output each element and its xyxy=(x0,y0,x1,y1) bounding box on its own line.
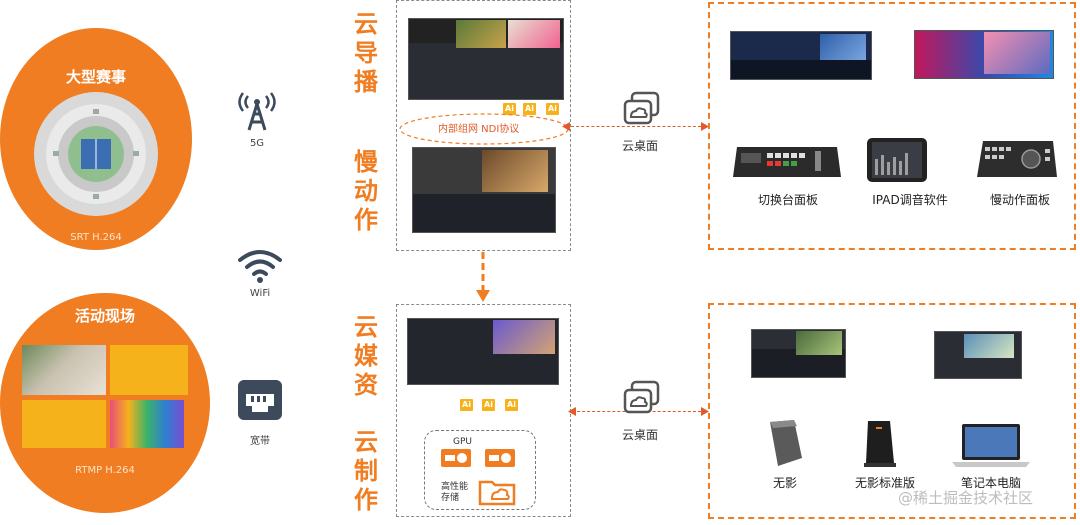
ethernet-icon xyxy=(238,380,282,420)
event-title: 大型赛事 xyxy=(65,68,126,86)
gpu-card-icon-1 xyxy=(441,449,471,467)
ai-badge-3: Ai xyxy=(546,103,559,115)
devices-top-box xyxy=(708,2,1076,250)
watermark: @稀土掘金技术社区 xyxy=(898,489,1034,507)
wuying-device-icon xyxy=(770,420,802,466)
stadium-illustration xyxy=(34,92,158,216)
device-ipad-audio-label: IPAD调音软件 xyxy=(872,193,948,207)
cloud-desktop-icon-bottom xyxy=(623,380,660,414)
photo-color-runners xyxy=(110,400,184,448)
arrow-left-top-icon xyxy=(562,122,570,131)
gpu-label: GPU xyxy=(453,437,472,447)
activity-protocol: RTMP H.264 xyxy=(75,465,135,476)
media-preview xyxy=(493,320,555,354)
gpu-storage-box xyxy=(424,430,536,510)
label-slow-motion: 慢动作 xyxy=(354,148,378,234)
device-switcher-panel-label: 切换台面板 xyxy=(757,193,818,207)
arrow-right-top-icon xyxy=(701,122,709,131)
slowmo-panel-icon xyxy=(977,141,1057,177)
folder-cloud-icon xyxy=(478,480,516,506)
network-5g-label: 5G xyxy=(249,138,265,149)
ipad-icon xyxy=(867,138,927,182)
device-director-screen-1-preview xyxy=(820,34,866,60)
arrow-down-icon xyxy=(476,252,490,302)
cloud-desktop-label-bottom: 云桌面 xyxy=(622,428,659,442)
device-laptop-label: 笔记本电脑 xyxy=(960,476,1021,490)
device-wuying-standard-label: 无影标准版 xyxy=(854,476,915,490)
laptop-icon xyxy=(952,424,1030,467)
photo-placeholder-1 xyxy=(110,345,188,395)
device-director-screen-2-preview xyxy=(984,32,1050,74)
activity-title: 活动现场 xyxy=(74,307,135,325)
antenna-icon xyxy=(238,92,276,131)
devices-bottom-box xyxy=(708,303,1076,519)
cloud-desktop-label-top: 云桌面 xyxy=(622,139,659,153)
ai-badge-1: Ai xyxy=(503,103,516,115)
internal-link-label: 内部组网 NDI协议 xyxy=(438,124,520,135)
event-circle: 大型赛事 SRT H.264 xyxy=(0,28,192,250)
arrow-right-bottom-icon xyxy=(701,407,709,416)
device-media-screen-2-preview xyxy=(964,334,1014,358)
photo-placeholder-2 xyxy=(22,400,106,448)
activity-circle: 活动现场 RTMP H.264 xyxy=(0,293,210,513)
director-box xyxy=(396,0,571,251)
storage-label: 高性能 存储 xyxy=(441,482,469,503)
network-broadband-label: 宽带 xyxy=(250,436,270,447)
device-media-screen-1-preview xyxy=(796,331,842,355)
director-preview-2 xyxy=(508,20,560,48)
event-protocol: SRT H.264 xyxy=(70,232,122,243)
gpu-card-icon-2 xyxy=(485,449,515,467)
ai-badge-2: Ai xyxy=(523,103,536,115)
director-preview-1 xyxy=(456,20,506,48)
wifi-icon xyxy=(238,250,282,283)
label-cloud-production: 云制作 xyxy=(354,428,378,514)
link-line-top xyxy=(566,126,706,127)
network-wifi-label: WiFi xyxy=(249,288,271,299)
device-slowmo-panel-label: 慢动作面板 xyxy=(989,193,1050,207)
ai-badge-4: Ai xyxy=(460,399,473,411)
label-cloud-director: 云导播 xyxy=(354,10,378,96)
wuying-standard-device-icon xyxy=(864,421,896,467)
photo-runners xyxy=(22,345,106,395)
ai-badge-5: Ai xyxy=(482,399,495,411)
switcher-panel-icon xyxy=(733,147,841,177)
label-cloud-media: 云媒资 xyxy=(354,313,378,399)
cloud-desktop-icon-top xyxy=(623,91,660,125)
device-wuying-label: 无影 xyxy=(772,476,797,490)
arrow-left-bottom-icon xyxy=(568,407,576,416)
slowmo-preview xyxy=(482,150,548,192)
ai-badge-6: Ai xyxy=(505,399,518,411)
